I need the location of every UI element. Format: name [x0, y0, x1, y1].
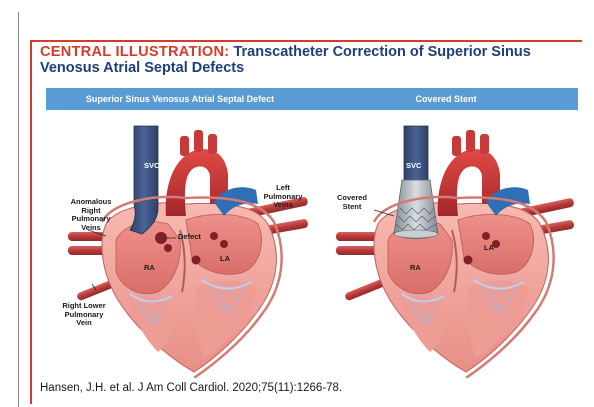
left-margin-rule	[18, 12, 19, 407]
title-kicker: CENTRAL ILLUSTRATION:	[40, 44, 229, 60]
label-covered-stent: Covered Stent	[330, 194, 374, 211]
aortic-branch	[194, 130, 203, 152]
label-defect: Defect	[178, 233, 201, 242]
label-left-veins: Left Pulmonary Veins	[260, 184, 306, 210]
panel-1-heading: Superior Sinus Venosus Atrial Septal Def…	[46, 88, 314, 110]
aortic-branch	[480, 134, 489, 154]
label-anomalous-veins: Anomalous Right Pulmonary Veins	[62, 198, 120, 232]
vein-ostium	[210, 232, 218, 240]
aortic-branch	[452, 136, 461, 156]
aortic-branch	[466, 130, 475, 152]
label-la: LA	[484, 244, 494, 253]
label-svc: SVC	[144, 162, 159, 171]
panel-covered-stent: SVC Covered Stent LA RA	[318, 112, 580, 378]
page-title: CENTRAL ILLUSTRATION: Transcatheter Corr…	[40, 44, 580, 76]
covered-stent-illustration	[318, 112, 580, 378]
covered-stent	[394, 180, 438, 239]
citation: Hansen, J.H. et al. J Am Coll Cardiol. 2…	[40, 382, 342, 394]
vein-ostium	[482, 232, 490, 240]
label-svc: SVC	[406, 162, 421, 171]
aortic-branch	[180, 136, 189, 156]
label-ra: RA	[144, 264, 155, 273]
panel-heading-band: Superior Sinus Venosus Atrial Septal Def…	[46, 88, 578, 110]
panel-defect: SVC Anomalous Right Pulmonary Veins Defe…	[46, 112, 316, 378]
vein-ostium	[220, 240, 228, 248]
panel-2-heading: Covered Stent	[314, 88, 578, 110]
heart-illustration	[46, 112, 316, 378]
label-lower-vein: Right Lower Pulmonary Vein	[56, 302, 112, 328]
superior-vena-cava	[404, 126, 428, 182]
vein-ostium	[192, 256, 201, 265]
vein-ostium	[164, 244, 172, 252]
label-la: LA	[220, 255, 230, 264]
label-ra: RA	[410, 264, 421, 273]
aortic-branch	[208, 134, 217, 154]
vein-ostium	[464, 256, 473, 265]
